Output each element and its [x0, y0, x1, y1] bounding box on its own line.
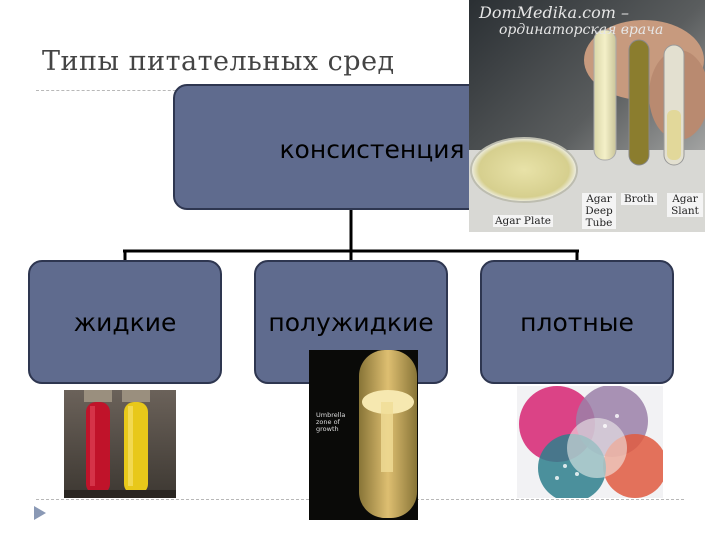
label-broth: Broth	[621, 193, 657, 205]
umbrella-zone-caption: Umbrella zone of growth	[316, 412, 352, 433]
label-agar-deep-tube: Agar Deep Tube	[582, 193, 616, 229]
node-semiliquid-label: полужидкие	[268, 308, 433, 337]
semiliquid-tube-image	[309, 350, 418, 520]
solid-media-photo	[517, 386, 663, 498]
watermark-line1: DomMedika.com –	[478, 3, 629, 22]
node-liquid-label: жидкие	[74, 308, 177, 337]
node-solid-label: плотные	[520, 308, 634, 337]
liquid-media-photo	[64, 390, 176, 498]
agar-plates-image	[517, 386, 663, 498]
node-liquid: жидкие	[28, 260, 222, 384]
node-solid: плотные	[480, 260, 674, 384]
label-agar-plate: Agar Plate	[493, 215, 553, 227]
liquid-tubes-image	[64, 390, 176, 498]
semiliquid-media-photo: Umbrella zone of growth	[309, 350, 418, 520]
label-agar-slant: Agar Slant	[667, 193, 703, 217]
culture-media-photo: DomMedika.com – ординаторская врача Agar…	[469, 0, 705, 232]
watermark-line2: ординаторская врача	[499, 22, 663, 38]
root-node-label: консистенция	[279, 135, 464, 164]
bullet-arrow-icon	[33, 505, 47, 521]
